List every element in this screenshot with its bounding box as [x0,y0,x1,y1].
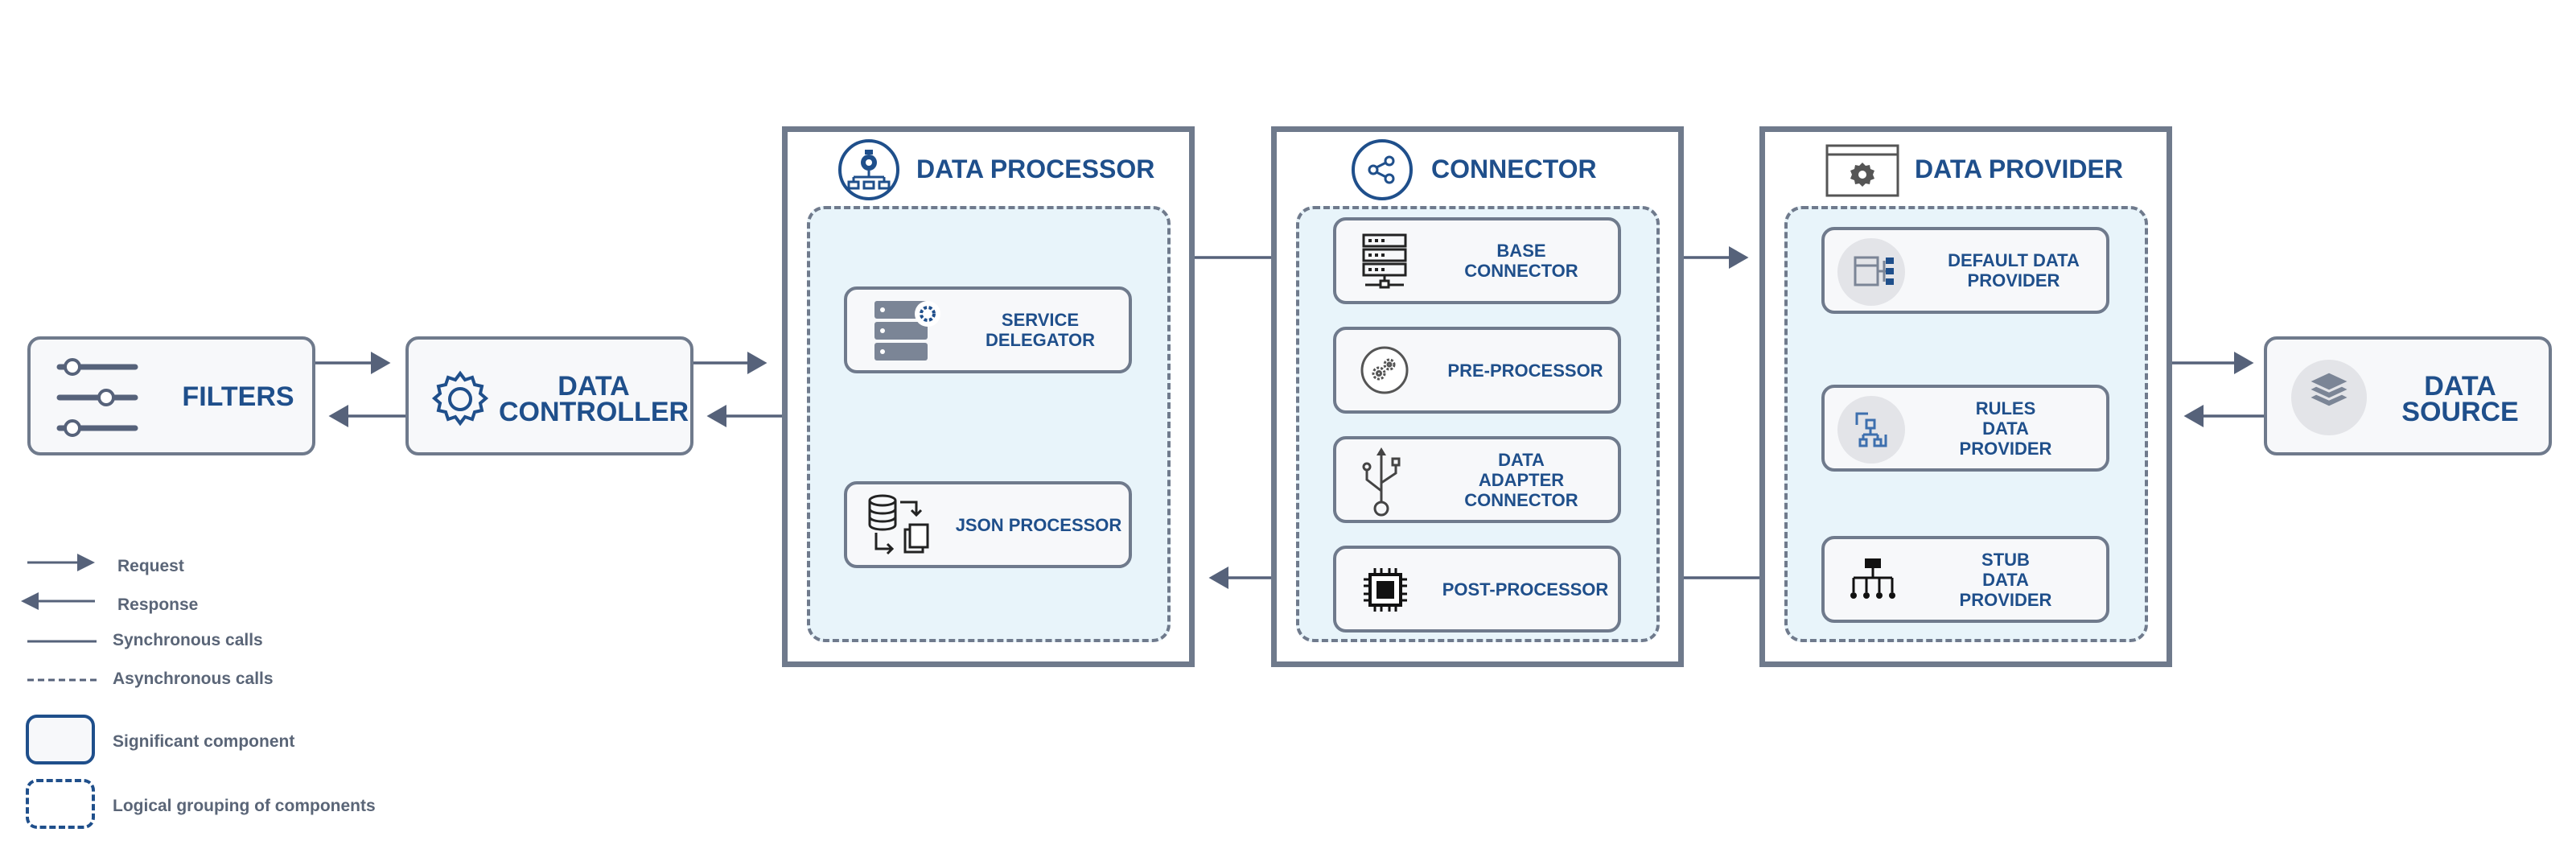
data-provider-panel: DATA PROVIDER DEFAULT DATA PROVIDER [1759,126,2172,667]
base-connector-box[interactable]: BASE CONNECTOR [1333,217,1621,304]
hierarchy-icon [1850,558,1895,599]
usb-icon [1362,447,1401,517]
legend-sync-label: Synchronous calls [113,631,263,649]
json-processor-box[interactable]: JSON PROCESSOR [844,481,1132,568]
sliders-icon [56,358,138,437]
pre-processor-box[interactable]: PRE-PROCESSOR [1333,327,1621,414]
base-connector-label: BASE CONNECTOR [1464,241,1578,281]
gear-icon [431,370,489,426]
data-source-box[interactable]: DATA SOURCE [2264,336,2552,455]
rules-data-provider-label: RULES DATA PROVIDER [1959,398,2052,459]
legend-logical-label: Logical grouping of components [113,797,376,815]
data-source-label: DATA SOURCE [2401,371,2519,427]
server-icon [1362,233,1407,289]
default-data-provider-label: DEFAULT DATA PROVIDER [1948,250,2080,291]
layers-icon [2291,360,2367,435]
data-controller-label: DATA CONTROLLER [498,371,689,427]
gears-icon [1360,346,1409,394]
filters-box[interactable]: FILTERS [27,336,315,455]
legend-response-symbol [21,592,95,610]
server-stack-icon [874,301,940,361]
legend-request-label: Request [117,557,184,575]
data-provider-title: DATA PROVIDER [1915,155,2123,183]
service-delegator-box[interactable]: SERVICE DELEGATOR [844,286,1132,373]
legend-async-symbol [27,678,97,682]
cpu-chip-icon [1364,568,1407,612]
connector-group: BASE CONNECTOR PRE-PROCESSOR DA [1296,206,1660,642]
post-processor-label: POST-PROCESSOR [1442,579,1609,600]
legend-significant-symbol [26,715,95,764]
rules-flow-icon [1837,396,1905,464]
pre-processor-label: PRE-PROCESSOR [1447,360,1603,381]
legend-significant-label: Significant component [113,732,295,751]
data-adapter-connector-box[interactable]: DATA ADAPTER CONNECTOR [1333,436,1621,523]
data-processor-title: DATA PROCESSOR [916,155,1155,183]
legend: Request Response Synchronous calls Async… [0,531,483,853]
legend-async-label: Asynchronous calls [113,670,274,688]
data-adapter-connector-label: DATA ADAPTER CONNECTOR [1464,449,1578,510]
default-data-provider-box[interactable]: DEFAULT DATA PROVIDER [1821,227,2109,314]
legend-logical-symbol [26,779,95,829]
table-data-icon [1837,238,1905,306]
legend-request-symbol [27,554,95,571]
stub-data-provider-label: STUB DATA PROVIDER [1959,549,2052,610]
data-processor-panel: DATA PROCESSOR SERVICE DELEGATOR [782,126,1195,667]
data-controller-box[interactable]: DATA CONTROLLER [405,336,693,455]
share-icon [1352,139,1413,200]
processor-icon [838,139,899,200]
connector-title: CONNECTOR [1431,155,1597,183]
filters-label: FILTERS [182,381,294,412]
rules-data-provider-box[interactable]: RULES DATA PROVIDER [1821,385,2109,472]
legend-sync-symbol [27,640,97,643]
json-processor-label: JSON PROCESSOR [955,514,1122,535]
data-provider-group: DEFAULT DATA PROVIDER RULES DATA PROVIDE… [1784,206,2148,642]
data-processor-group: SERVICE DELEGATOR JSON PROCESSOR [807,206,1171,642]
stub-data-provider-box[interactable]: STUB DATA PROVIDER [1821,536,2109,623]
settings-window-icon [1825,144,1899,197]
legend-response-label: Response [117,595,199,614]
post-processor-box[interactable]: POST-PROCESSOR [1333,546,1621,633]
json-data-icon [868,494,929,555]
service-delegator-label: SERVICE DELEGATOR [985,310,1096,350]
connector-panel: CONNECTOR BASE CONNECTOR [1271,126,1684,667]
